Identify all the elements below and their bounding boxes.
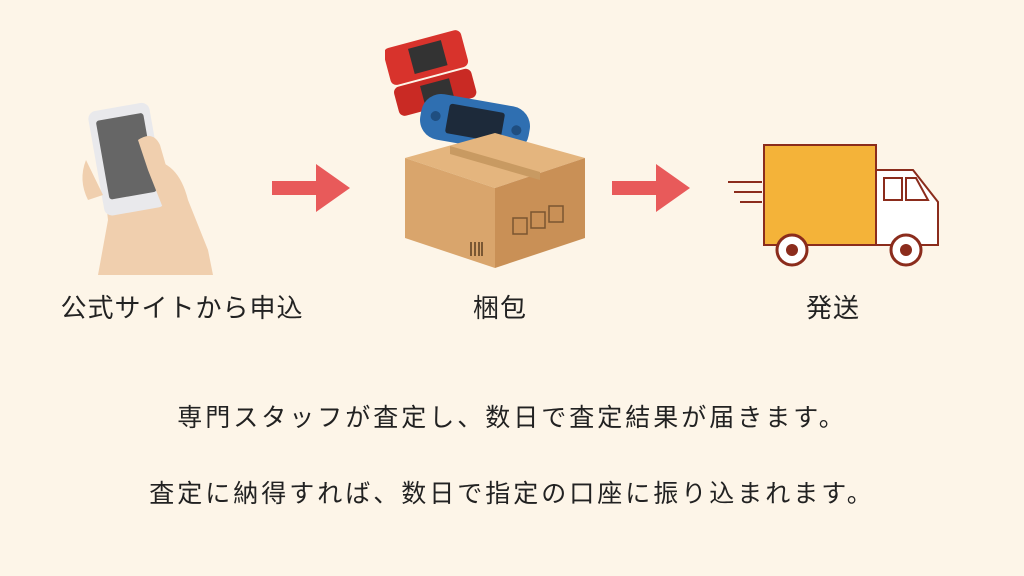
step-label-apply: 公式サイトから申込	[60, 294, 304, 324]
delivery-truck-illustration	[728, 144, 939, 267]
step-label-pack: 梱包	[472, 294, 527, 324]
hand-phone-illustration	[82, 102, 213, 275]
description-line-2: 査定に納得すれば、数日で指定の口座に振り込まれます。	[149, 479, 875, 508]
step-label-ship: 発送	[805, 294, 860, 324]
arrow-right-icon	[272, 164, 350, 212]
cardboard-box-illustration	[385, 30, 585, 268]
description-line-1: 専門スタッフが査定し、数日で査定結果が届きます。	[177, 403, 847, 432]
arrow-right-icon	[612, 164, 690, 212]
